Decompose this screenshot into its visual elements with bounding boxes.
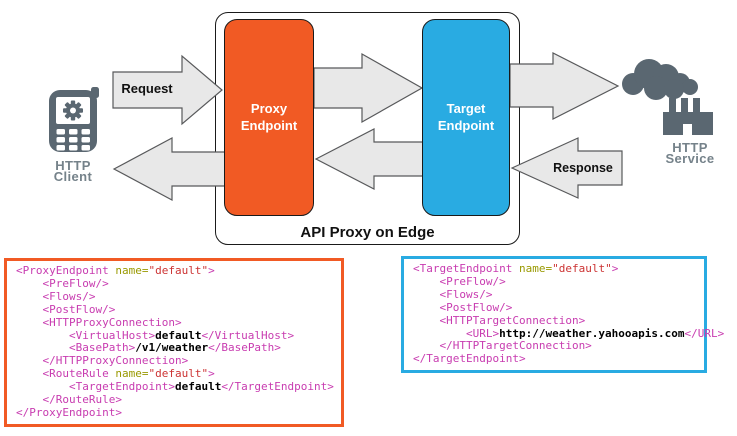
target-to-proxy-arrow (314, 128, 425, 190)
proxy-endpoint-box: Proxy Endpoint (224, 19, 314, 216)
api-proxy-flow-diagram: Proxy Endpoint Target Endpoint Request R… (49, 12, 715, 245)
request-arrow (112, 54, 223, 126)
http-client-label: HTTP Client (53, 158, 93, 184)
target-endpoint-xml-snippet: <TargetEndpoint name="default"> <PreFlow… (401, 256, 724, 374)
factory-icon (663, 98, 713, 135)
proxy-endpoint-xml-snippet: <ProxyEndpoint name="default"> <PreFlow/… (4, 258, 344, 427)
smoke-cloud-icon (622, 59, 698, 100)
target-to-service-arrow (509, 52, 620, 120)
request-arrow-label: Request (121, 81, 173, 96)
cloud-factory-service-icon (622, 59, 713, 135)
response-arrow (510, 137, 623, 199)
gear-icon (63, 100, 83, 121)
return-to-client-arrow (112, 136, 231, 202)
flow-arrows (112, 52, 623, 202)
keypad (56, 129, 90, 151)
proxy-endpoint-label: Proxy Endpoint (240, 101, 298, 133)
response-arrow-label: Response (553, 161, 613, 175)
mobile-client-icon (49, 87, 99, 152)
target-endpoint-label: Target Endpoint (437, 101, 495, 133)
target-endpoint-box: Target Endpoint (422, 19, 510, 216)
api-proxy-container-label: API Proxy on Edge (300, 224, 435, 241)
http-service-label: HTTP Service (665, 140, 715, 166)
proxy-to-target-arrow (313, 52, 424, 124)
